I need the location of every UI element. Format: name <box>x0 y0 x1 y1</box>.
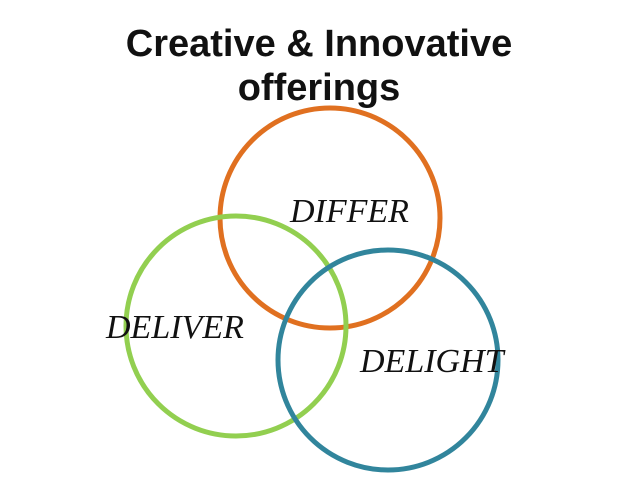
label-differ: DIFFER <box>289 193 409 230</box>
slide-title: Creative & Innovative offerings <box>0 22 638 110</box>
label-deliver: DELIVER <box>105 309 244 346</box>
circle-delight <box>275 247 501 473</box>
circle-deliver <box>123 213 349 439</box>
title-line-2: offerings <box>237 67 401 109</box>
label-delight: DELIGHT <box>359 343 506 380</box>
title-line-1: Creative & Innovative <box>125 23 513 65</box>
